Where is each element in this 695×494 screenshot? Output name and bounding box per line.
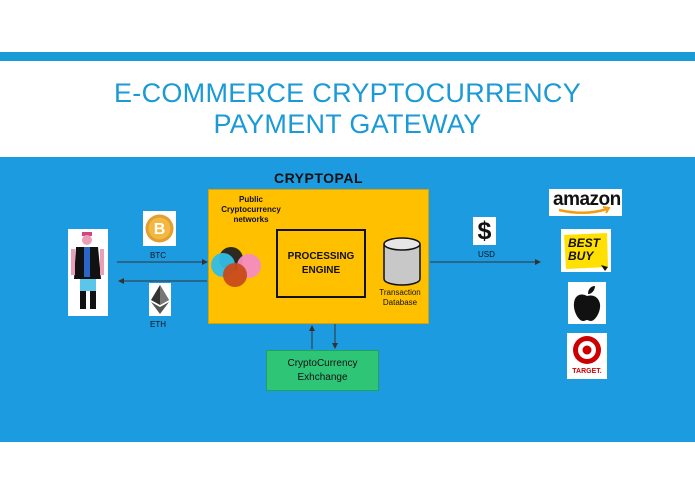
slide-title: E-COMMERCE CRYPTOCURRENCY PAYMENT GATEWA… <box>0 78 695 140</box>
transaction-database-line-2: Database <box>382 298 418 307</box>
usd-label: USD <box>478 250 495 259</box>
public-networks-label: Public Cryptocurrency networks <box>221 195 281 224</box>
dollar-icon: $ <box>473 217 496 245</box>
eth-label: ETH <box>150 320 166 329</box>
svg-text:B: B <box>154 221 166 238</box>
processing-engine-line-1: PROCESSING <box>287 250 355 262</box>
slide-title-line-1: E-COMMERCE CRYPTOCURRENCY <box>113 78 582 108</box>
bestbuy-line-1: BEST <box>568 236 601 250</box>
crypto-exchange-box: CryptoCurrency Exhchange <box>266 350 379 391</box>
top-accent-bar <box>0 52 695 61</box>
dollar-symbol: $ <box>477 217 492 245</box>
system-name: CRYPTOPAL <box>273 170 364 186</box>
amazon-logo: amazon <box>549 189 622 216</box>
customer-figure-icon <box>68 229 108 316</box>
exchange-line-1: CryptoCurrency <box>287 357 358 369</box>
bestbuy-line-2: BUY <box>568 249 594 263</box>
bestbuy-logo: BEST BUY <box>561 229 611 272</box>
apple-logo-icon <box>568 282 606 324</box>
transaction-database-label: Transaction Database <box>370 288 430 308</box>
bitcoin-icon: B <box>143 211 176 246</box>
ethereum-icon <box>149 283 171 316</box>
transaction-database-line-1: Transaction <box>379 288 421 297</box>
target-logo-icon: TARGET. <box>567 333 607 379</box>
exchange-line-2: Exhchange <box>297 371 348 383</box>
btc-label: BTC <box>150 251 166 260</box>
target-wordmark: TARGET. <box>572 368 602 375</box>
amazon-wordmark: amazon <box>553 189 621 210</box>
processing-engine-line-2: ENGINE <box>301 264 341 276</box>
slide-title-line-2: PAYMENT GATEWAY <box>213 109 482 139</box>
overlapping-circles-icon <box>211 247 261 287</box>
database-cylinder-icon <box>383 237 421 286</box>
processing-engine-box: PROCESSING ENGINE <box>276 229 366 298</box>
